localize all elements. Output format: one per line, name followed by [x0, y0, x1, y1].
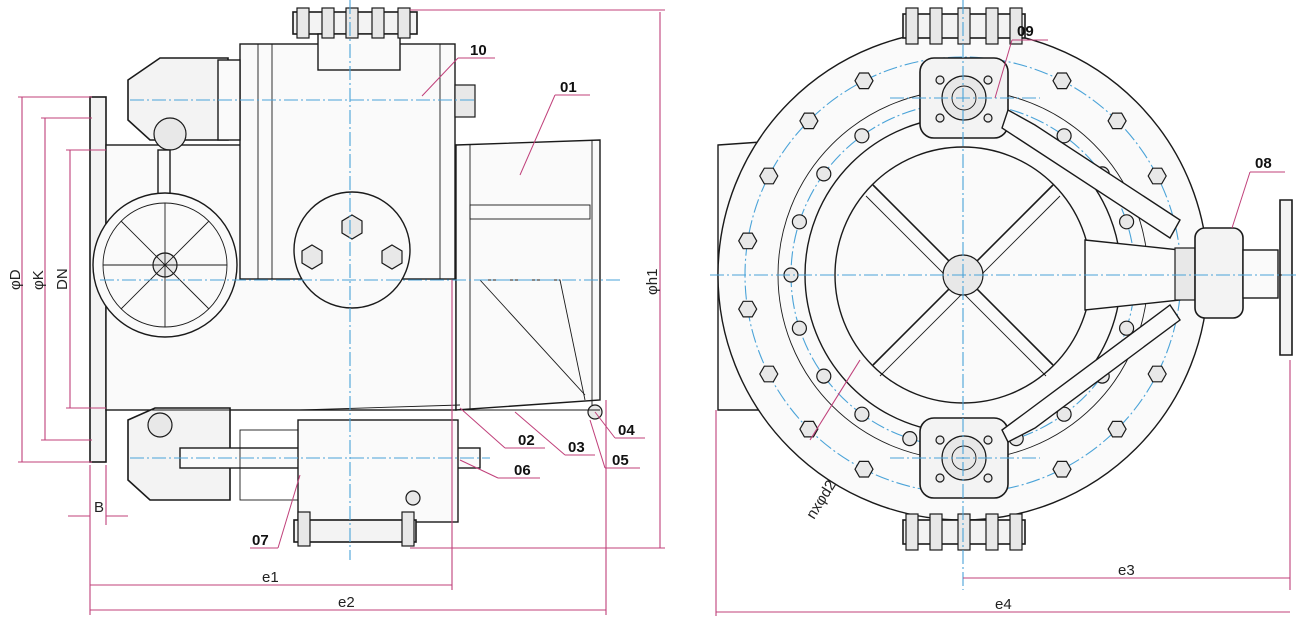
inner-bolt	[1118, 320, 1135, 336]
dim-DN: DN	[54, 268, 71, 290]
main-gearbox	[1194, 227, 1244, 319]
inner-bolt	[791, 320, 808, 336]
dim-e2: e2	[338, 594, 355, 611]
label-part-07: 07	[252, 532, 269, 549]
outer-bolt	[854, 460, 874, 478]
side-view	[89, 0, 620, 560]
inner-bolt	[816, 368, 832, 384]
label-part-05: 05	[612, 452, 629, 469]
inner-bolt	[816, 166, 832, 182]
outer-bolt	[738, 300, 758, 318]
label-part-02: 02	[518, 432, 535, 449]
outer-bolt	[738, 232, 758, 250]
dim-e3: e3	[1118, 562, 1135, 579]
outer-bolt	[1052, 72, 1072, 90]
front-view	[710, 0, 1298, 590]
inner-bolt	[1056, 128, 1072, 144]
outer-bolt	[1147, 167, 1167, 185]
dim-nx-phi-d2: nxφd2	[803, 477, 840, 522]
dimension-lines	[18, 9, 1291, 616]
outlet-cone	[455, 139, 601, 411]
top-flange-bolts	[296, 7, 411, 39]
inner-bolt	[1056, 406, 1072, 422]
label-part-10: 10	[470, 42, 487, 59]
front-handwheel	[1279, 199, 1293, 356]
outer-bolt	[1107, 420, 1127, 438]
access-cover	[293, 191, 411, 309]
outer-bolt	[799, 112, 819, 130]
outer-bolt	[854, 72, 874, 90]
label-part-01: 01	[560, 79, 577, 96]
inner-bolt	[854, 406, 870, 422]
inner-bolt	[791, 214, 808, 230]
dim-B: B	[94, 499, 104, 516]
label-part-06: 06	[514, 462, 531, 479]
outer-flange-bolts	[738, 72, 1167, 478]
label-part-03: 03	[568, 439, 585, 456]
bottom-flange	[293, 519, 417, 543]
dim-e1: e1	[262, 569, 279, 586]
inner-bolt	[1118, 214, 1135, 230]
inner-bolt	[902, 431, 918, 447]
inner-flange-bolts	[783, 128, 1135, 447]
dim-phi-h1: φh1	[644, 269, 661, 295]
dim-phi-D: φD	[7, 269, 24, 290]
outer-bolt	[1052, 460, 1072, 478]
label-part-09: 09	[1017, 23, 1034, 40]
outer-bolt	[1147, 365, 1167, 383]
inner-bolt	[854, 128, 870, 144]
outer-bolt	[1107, 112, 1127, 130]
outer-bolt	[759, 167, 779, 185]
label-part-08: 08	[1255, 155, 1272, 172]
dim-e4: e4	[995, 596, 1012, 613]
dim-phi-K: φK	[30, 270, 47, 290]
outer-bolt	[759, 365, 779, 383]
outer-bolt	[799, 420, 819, 438]
part-leaders	[250, 39, 1285, 549]
label-part-04: 04	[618, 422, 635, 439]
part-labels: 10 01 02 03 04 05 06 07 08 09	[252, 23, 1272, 549]
